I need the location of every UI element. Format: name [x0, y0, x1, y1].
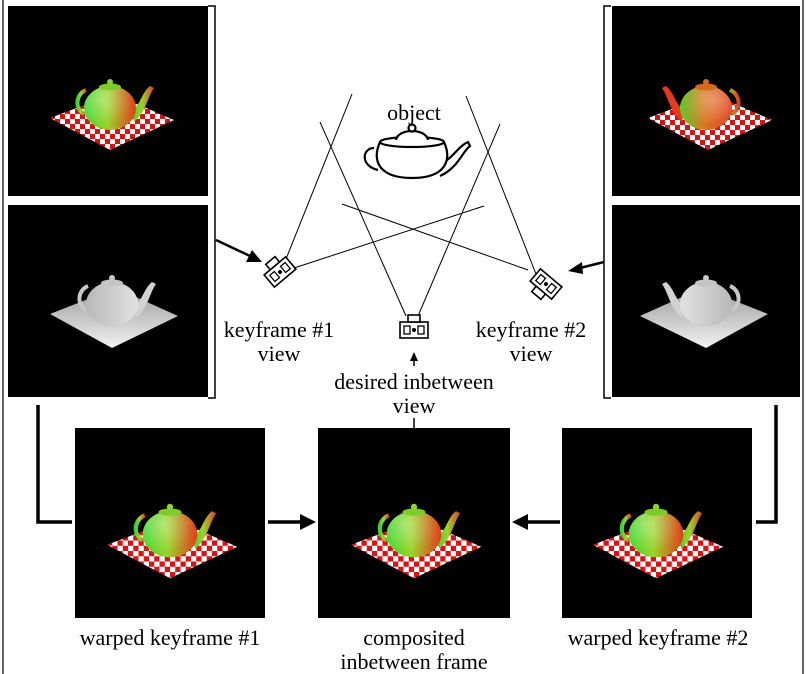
- warped-keyframe-1-label: warped keyframe #1: [79, 625, 261, 650]
- desired-inbetween-line-1: desired inbetween: [334, 369, 494, 394]
- keyframe-2-view-line-1: keyframe #2: [475, 317, 587, 342]
- keyframe-2-color-image: [612, 6, 800, 196]
- composited-line-1: composited: [363, 625, 465, 650]
- keyframe-1-view-line-2: view: [257, 341, 301, 366]
- composited-inbetween-label: composited inbetween frame: [314, 626, 514, 674]
- keyframe-1-view-label: keyframe #1 view: [214, 318, 344, 366]
- inbetween-camera-icon: [399, 314, 429, 339]
- keyframe-2-depth-image: [612, 205, 800, 397]
- desired-inbetween-view-label: desired inbetween view: [318, 370, 510, 418]
- flow-arrows: [36, 405, 778, 524]
- warped-1-to-composite-arrowhead: [300, 514, 316, 530]
- object-teapot-icon: [363, 123, 472, 180]
- keyframe-2-view-label: keyframe #2 view: [466, 318, 596, 366]
- warped-keyframe-1-image: [75, 428, 265, 618]
- object-label: object: [387, 100, 441, 125]
- keyframe-2-camera-icon: [524, 268, 563, 306]
- keyframe-1-bracket: [208, 5, 216, 399]
- keyframe-2-bracket: [603, 5, 611, 399]
- desired-inbetween-line-2: view: [392, 393, 436, 418]
- keyframe-1-view-line-1: keyframe #1: [223, 317, 335, 342]
- keyframe-1-camera-icon: [258, 250, 297, 288]
- keyframe-1-depth-image: [8, 205, 208, 397]
- keyframe-1-camera-arrow: [215, 238, 262, 262]
- keyframe-2-camera-arrow: [568, 260, 605, 274]
- view-frustum-lines: [283, 93, 537, 317]
- composited-inbetween-image: [318, 428, 510, 618]
- composited-line-2: inbetween frame: [340, 649, 488, 674]
- warped-keyframe-2-image: [562, 428, 752, 618]
- keyframe-2-view-line-2: view: [509, 341, 553, 366]
- warped-keyframe-2-label: warped keyframe #2: [567, 625, 749, 650]
- inbetween-camera-arrow: [410, 352, 418, 366]
- keyframe-1-color-image: [8, 6, 208, 196]
- warped-2-to-composite-arrowhead: [512, 514, 528, 530]
